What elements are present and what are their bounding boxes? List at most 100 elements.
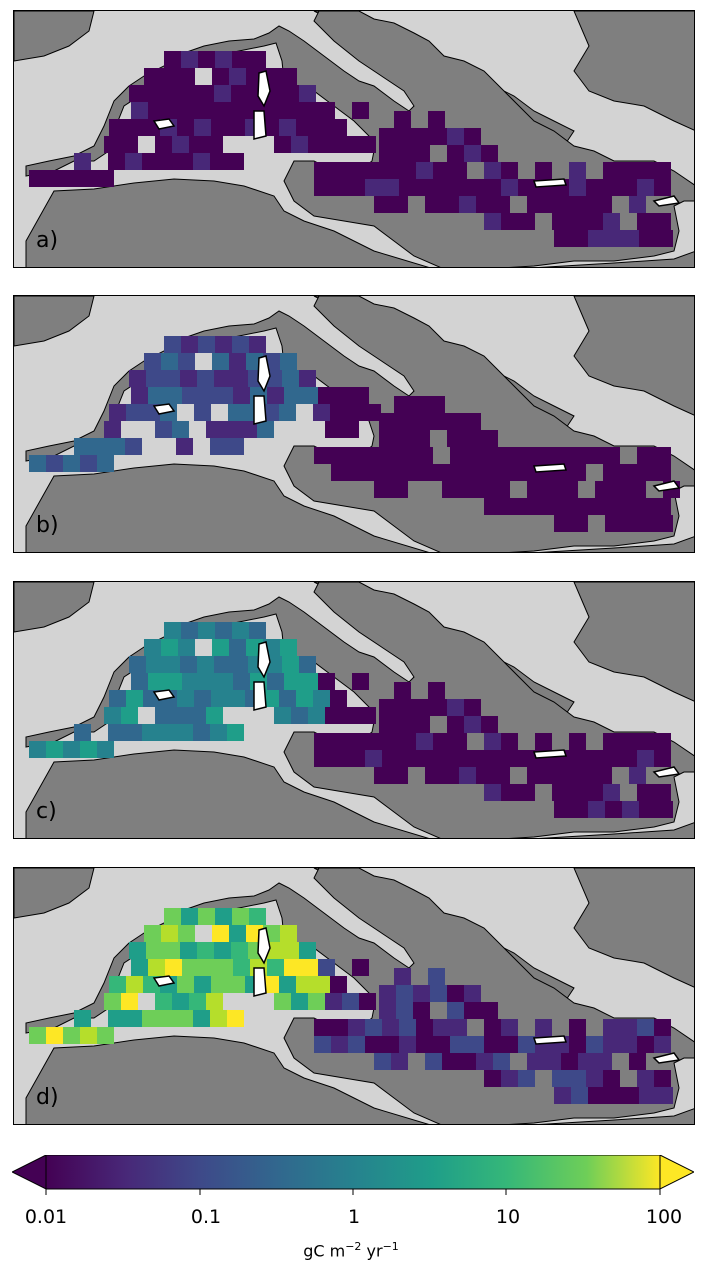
grid-cell [189,993,206,1010]
grid-cell [365,733,382,750]
grid-cell [379,413,396,430]
grid-cell [416,447,433,464]
grid-cell [637,750,654,767]
colorbar-tick-label-3: 10 [495,1206,521,1228]
grid-cell [527,767,544,784]
grid-cell [464,985,481,1002]
grid-cell [637,213,654,230]
grid-cell [282,656,299,673]
grid-cell [411,396,428,413]
grid-cell [622,1087,639,1104]
grid-cell [484,447,501,464]
grid-cell [215,51,232,68]
grid-cell [331,179,348,196]
grid-cell [399,750,416,767]
grid-cell [612,481,629,498]
grid-cell [569,464,586,481]
grid-cell [620,750,637,767]
grid-cell [447,128,464,145]
grid-cell [450,447,467,464]
map-a [14,11,694,267]
grid-cell [493,1053,510,1070]
grid-cell [654,733,671,750]
grid-cell [348,464,365,481]
grid-cell [267,387,284,404]
grid-cell [206,993,223,1010]
grid-cell [459,1053,476,1070]
grid-cell [214,370,231,387]
grid-cell [74,724,91,741]
grid-cell [622,230,639,247]
grid-cell [394,396,411,413]
grid-cell [467,1036,484,1053]
grid-cell [493,767,510,784]
grid-cell [331,1019,348,1036]
grid-cell [104,421,121,438]
map-d [14,868,694,1124]
grid-cell [146,942,163,959]
grid-cell [142,1010,159,1027]
land-mass [25,463,694,552]
grid-cell [163,656,180,673]
grid-cell [464,716,481,733]
grid-cell [331,464,348,481]
grid-cell [654,179,671,196]
grid-cell [318,387,335,404]
grid-cell [379,985,396,1002]
grid-cell [467,750,484,767]
grid-cell [279,976,296,993]
grid-cell [212,353,229,370]
grid-cell [159,153,176,170]
grid-cell [586,179,603,196]
island [253,110,267,140]
grid-cell [331,1036,348,1053]
grid-cell [163,942,180,959]
grid-cell [178,639,195,656]
grid-cell [129,656,146,673]
grid-cell [291,136,308,153]
grid-cell [267,959,284,976]
grid-cell [274,707,291,724]
island [253,967,267,997]
colorbar-units-label: gC m−2 yr−1 [303,1240,399,1261]
grid-cell [308,993,325,1010]
map-b [14,296,694,552]
grid-cell [433,179,450,196]
grid-cell [535,733,552,750]
grid-cell [330,119,347,136]
grid-cell [164,622,181,639]
panel-label-a: a) [36,228,59,253]
grid-cell [148,102,165,119]
grid-cell [450,179,467,196]
grid-cell [476,767,493,784]
island [532,178,568,188]
grid-cell [484,464,501,481]
grid-cell [199,387,216,404]
grid-cell [413,128,430,145]
grid-cell [447,430,464,447]
grid-cell [552,1070,569,1087]
grid-cell [125,724,142,741]
grid-cell [146,85,163,102]
land-mass [573,11,694,131]
grid-cell [365,464,382,481]
grid-cell [215,908,232,925]
grid-cell [308,136,325,153]
grid-cell [182,102,199,119]
island [152,403,176,415]
grid-cell [571,515,588,532]
grid-cell [654,447,671,464]
grid-cell [569,750,586,767]
grid-cell [588,1087,605,1104]
colorbar-tick-label-1: 0.1 [190,1206,222,1228]
grid-cell [232,908,249,925]
grid-cell [413,430,430,447]
grid-cell [588,230,605,247]
grid-cell [198,908,215,925]
grid-cell [399,1019,416,1036]
grid-cell [656,801,673,818]
grid-cell [313,119,330,136]
grid-cell [396,128,413,145]
grid-cell [197,370,214,387]
land-mass [14,11,95,62]
